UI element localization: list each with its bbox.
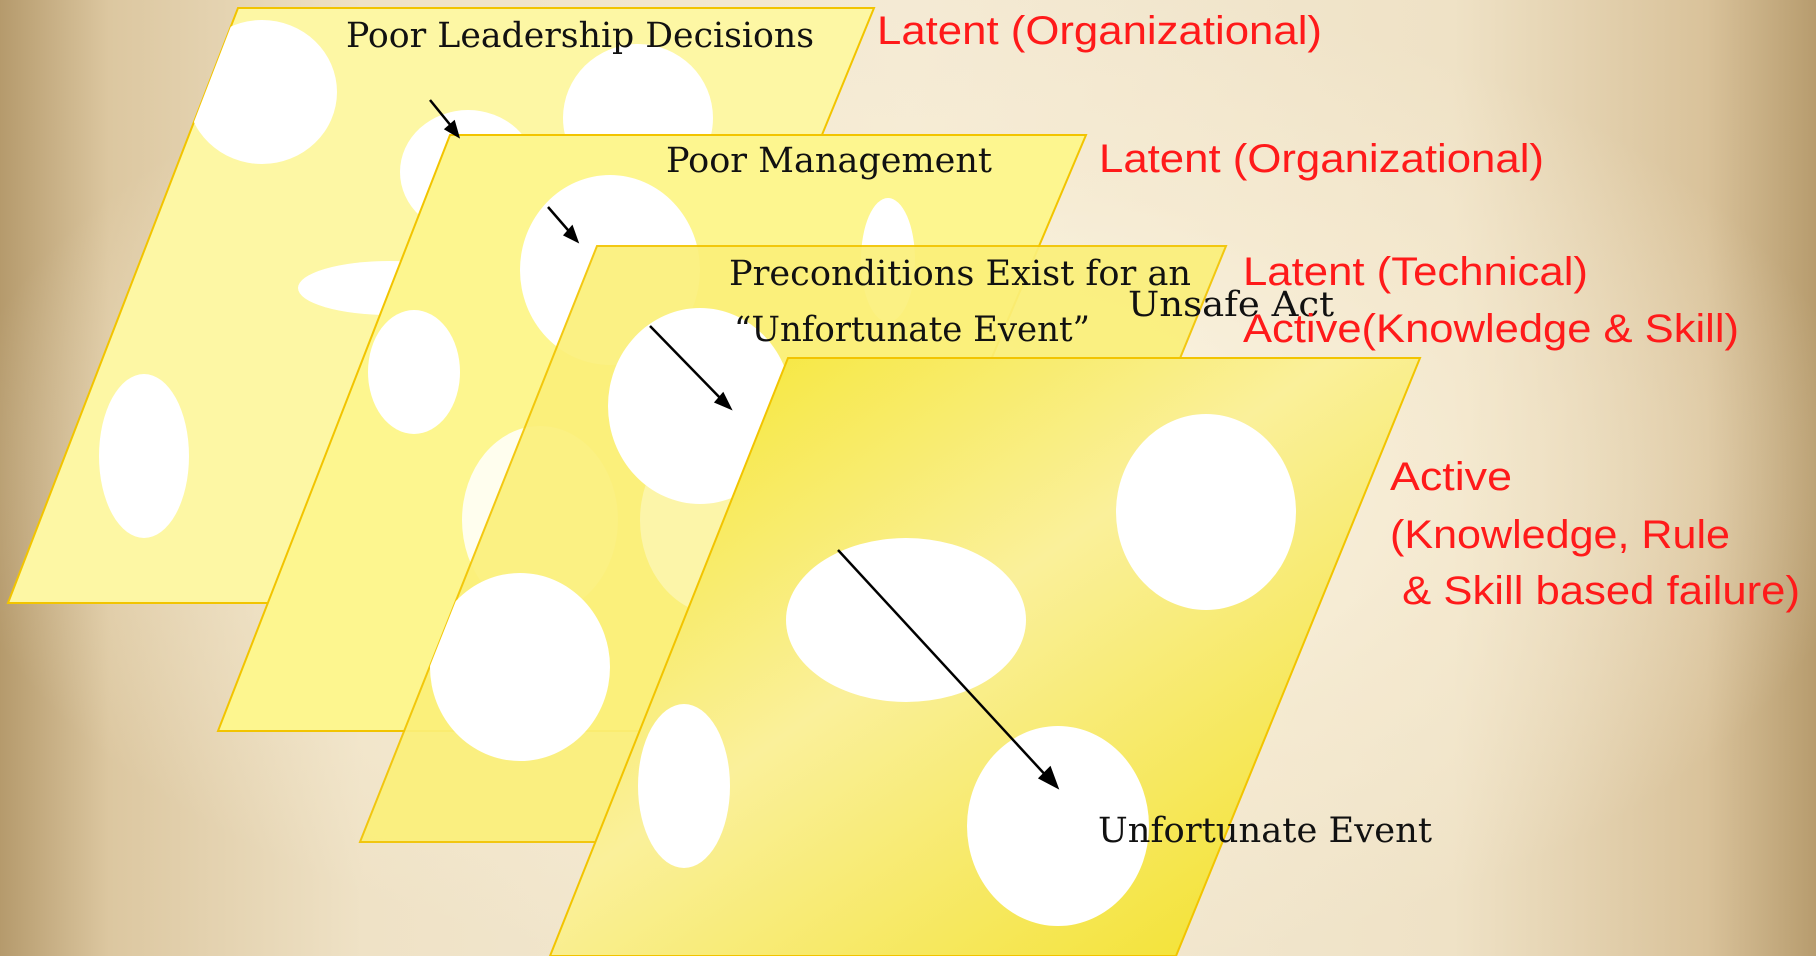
leadership-title: Poor Leadership Decisions [346, 16, 814, 56]
arrow-3 [649, 325, 726, 404]
arrow-4 [837, 549, 1051, 781]
leadership-failure-type: Latent (Organizational) [877, 9, 1322, 53]
arrow-1-head [443, 119, 461, 139]
outcome-label: Unfortunate Event [1098, 811, 1432, 851]
trajectory-arrows [429, 99, 1060, 790]
slice-4-holes [638, 414, 1296, 926]
arrow-2-head [562, 224, 580, 244]
unsafe-act-failure-type: Active(Knowledge & Skill) [1243, 307, 1739, 351]
unsafe-act-title: Unsafe Act [1128, 285, 1334, 325]
arrow-3-head [713, 391, 733, 411]
preconditions-title-line2: “Unfortunate Event” [734, 310, 1090, 350]
preconditions-title-line1: Preconditions Exist for an [729, 254, 1191, 294]
final-failure-type-line1: Active [1390, 455, 1512, 499]
final-failure-type-line3: & Skill based failure) [1390, 569, 1800, 613]
management-title: Poor Management [666, 141, 992, 181]
final-failure-type-line2: (Knowledge, Rule [1390, 513, 1730, 557]
management-failure-type: Latent (Organizational) [1099, 137, 1544, 181]
slice-unsafe-act [548, 357, 1422, 956]
arrow-4-head [1037, 765, 1060, 790]
preconditions-failure-type: Latent (Technical) [1243, 250, 1588, 294]
